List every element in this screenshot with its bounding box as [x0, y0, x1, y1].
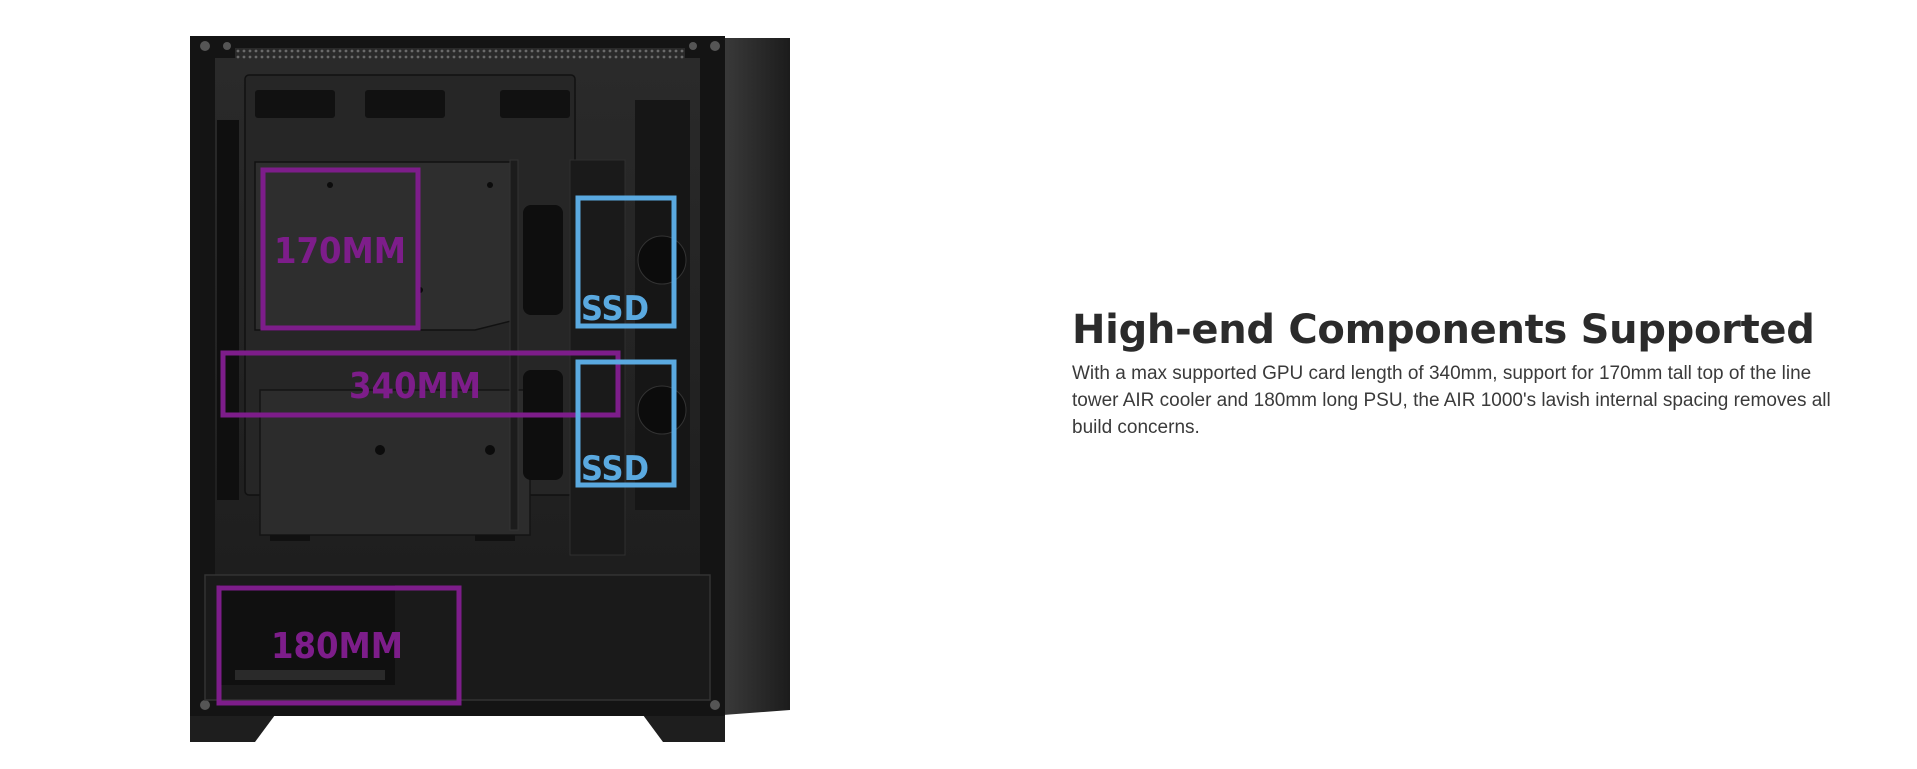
ssd-bay-upper-callout: SSD	[575, 195, 677, 329]
cpu-cooler-height-label: 170MM	[274, 231, 406, 272]
feature-text: High-end Components Supported With a max…	[1072, 304, 1842, 441]
cpu-cooler-height-callout: 170MM	[260, 167, 421, 331]
cable-grommet-upper	[523, 205, 563, 315]
rear-fan	[635, 100, 690, 510]
feature-description: With a max supported GPU card length of …	[1072, 363, 1831, 438]
pc-case-illustration: 170MM 340MM 180MM SSD SSD	[190, 36, 790, 742]
cable-grommet-lower	[523, 370, 563, 480]
pc-case-image: 170MM 340MM 180MM SSD SSD	[175, 30, 795, 750]
case-foot-left	[190, 715, 275, 742]
case-foot-right	[643, 715, 725, 742]
psu-length-callout: 180MM	[216, 585, 462, 706]
feature-headline: High-end Components Supported	[1072, 307, 1815, 353]
gpu-length-label: 340MM	[349, 366, 481, 407]
ssd-bay-lower-callout: SSD	[575, 359, 677, 489]
front-fan-area	[217, 120, 239, 500]
psu-length-label: 180MM	[271, 626, 403, 667]
gpu-length-callout: 340MM	[220, 350, 621, 418]
case-side-panel	[723, 38, 790, 715]
top-mesh-grill	[235, 48, 685, 60]
ssd-bay-lower-label: SSD	[581, 449, 649, 489]
ssd-bay-upper-label: SSD	[581, 289, 649, 329]
